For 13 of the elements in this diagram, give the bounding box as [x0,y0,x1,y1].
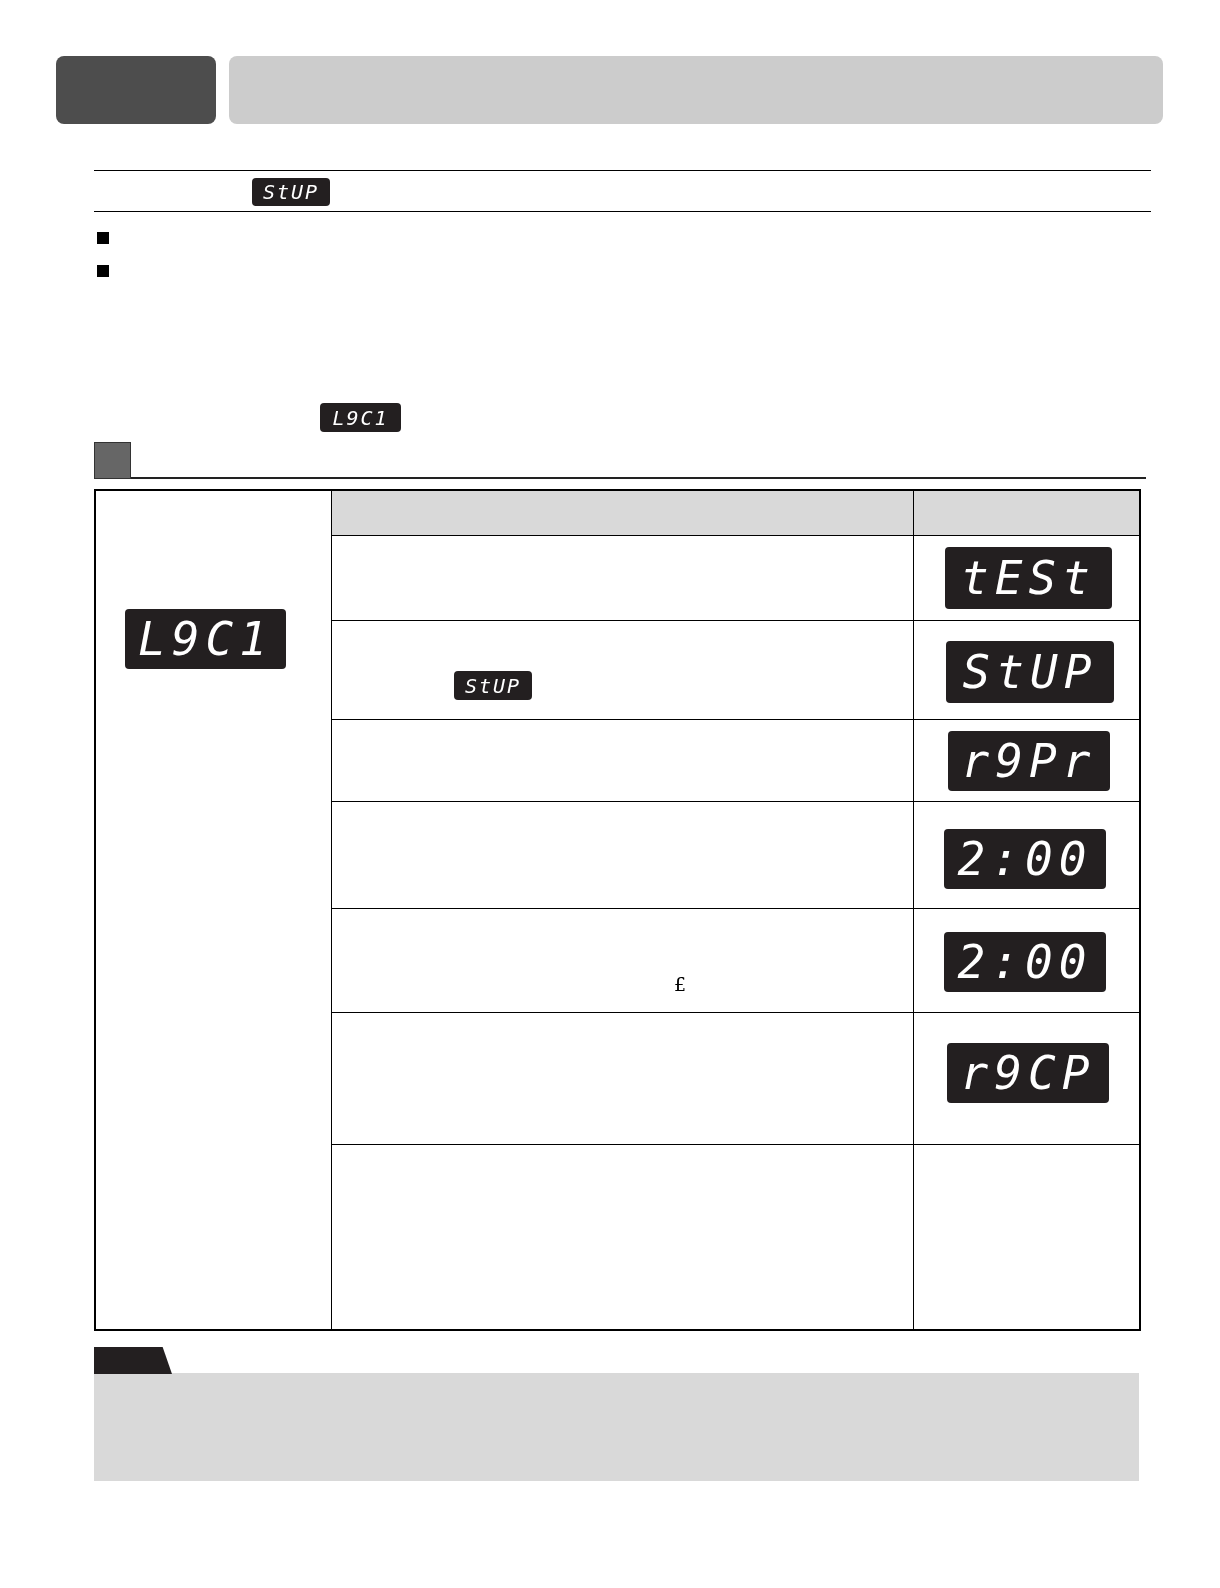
segment-display: StUP [946,641,1114,703]
segment-display: StUP [252,178,330,206]
segment-display: r9Pr [948,731,1110,791]
section-tab [56,56,216,124]
currency-symbol: £ [674,973,687,995]
segment-display: 2:00 [944,829,1106,889]
segment-display: tESt [945,547,1112,609]
segment-display: StUP [454,671,532,700]
note-tab [94,1347,172,1374]
segment-display: 2:00 [944,932,1106,992]
segment-display: r9CP [947,1043,1109,1103]
segment-display: L9C1 [320,403,401,432]
segment-display: L9C1 [125,609,286,669]
